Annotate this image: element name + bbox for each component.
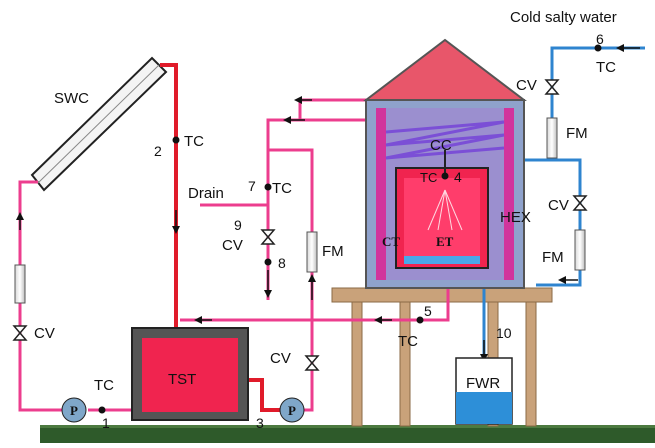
point-5: 5 bbox=[424, 303, 432, 319]
pump-2: P bbox=[279, 397, 305, 423]
point-1: 1 bbox=[102, 415, 110, 431]
hot-water-pipes bbox=[160, 63, 280, 412]
flow-arrows bbox=[16, 44, 640, 362]
label-ct: CT bbox=[382, 234, 400, 249]
label-cv-4: CV bbox=[516, 77, 537, 94]
pump-1: P bbox=[61, 397, 87, 423]
label-fm-3: FM bbox=[542, 249, 564, 266]
point-6: 6 bbox=[596, 31, 604, 47]
fresh-water-reservoir bbox=[455, 357, 513, 425]
label-swc: SWC bbox=[54, 90, 89, 107]
label-fm-1: FM bbox=[322, 243, 344, 260]
label-cv-3: CV bbox=[270, 350, 291, 367]
point-3: 3 bbox=[256, 415, 264, 431]
label-cv-2: CV bbox=[222, 237, 243, 254]
pump-2-label: P bbox=[288, 403, 296, 418]
solar-water-collector bbox=[30, 56, 168, 192]
label-cv-5: CV bbox=[548, 197, 569, 214]
label-drain: Drain bbox=[188, 185, 224, 202]
flow-meters bbox=[14, 117, 586, 304]
ground bbox=[40, 425, 655, 443]
label-tc-4: TC bbox=[420, 170, 437, 185]
label-hex: HEX bbox=[500, 209, 531, 226]
label-et: ET bbox=[436, 234, 454, 249]
label-tc-6: TC bbox=[596, 59, 616, 76]
point-7: 7 bbox=[248, 178, 256, 194]
check-valves bbox=[12, 79, 588, 371]
still-stand bbox=[331, 287, 553, 427]
point-9: 9 bbox=[234, 217, 242, 233]
point-4: 4 bbox=[454, 169, 462, 185]
label-tc-2: TC bbox=[184, 133, 204, 150]
ground-texture bbox=[40, 425, 655, 428]
label-fm-2: FM bbox=[566, 125, 588, 142]
label-cold-salty-water: Cold salty water bbox=[510, 9, 617, 26]
label-tc-1: TC bbox=[94, 377, 114, 394]
point-10: 10 bbox=[496, 325, 512, 341]
hot-storage-tank bbox=[131, 327, 249, 421]
label-fwr: FWR bbox=[466, 375, 500, 392]
point-8: 8 bbox=[278, 255, 286, 271]
point-2: 2 bbox=[154, 143, 162, 159]
label-tc-3: TC bbox=[272, 180, 292, 197]
label-tst: TST bbox=[168, 371, 196, 388]
label-cc: CC bbox=[430, 137, 452, 154]
tc-points bbox=[98, 44, 602, 414]
solar-still bbox=[363, 38, 527, 289]
pump-1-label: P bbox=[70, 403, 78, 418]
label-tc-5: TC bbox=[398, 333, 418, 350]
label-cv-1: CV bbox=[34, 325, 55, 342]
